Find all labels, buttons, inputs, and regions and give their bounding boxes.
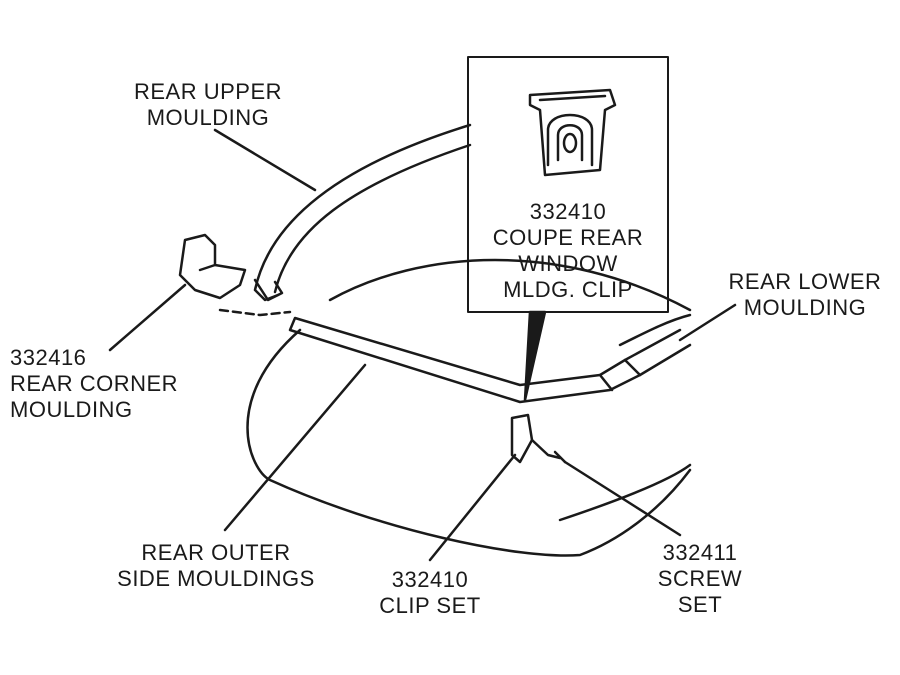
clip-detail-drawing xyxy=(528,88,617,177)
label-line: SCREW xyxy=(657,566,743,591)
leader-clip-set xyxy=(428,453,517,562)
clip xyxy=(510,413,534,464)
leader-corner xyxy=(108,283,187,352)
label-line: REAR LOWER xyxy=(728,269,882,294)
rear-upper-moulding xyxy=(253,123,472,302)
clip-detail-box xyxy=(467,56,669,313)
part-number: 332410 xyxy=(391,567,469,592)
label-rear-corner-moulding: 332416 REAR CORNER MOULDING xyxy=(10,345,178,423)
rear-window-glass xyxy=(246,328,692,557)
part-number: 332416 xyxy=(10,345,87,370)
rear-corner-moulding xyxy=(178,233,247,300)
leader-outer xyxy=(223,363,367,532)
label-rear-lower-moulding: REAR LOWER MOULDING xyxy=(712,269,898,321)
label-line: MOULDING xyxy=(146,105,270,130)
label-clip-detail: 332410 COUPE REAR WINDOW MLDG. CLIP xyxy=(470,199,666,303)
detail-pointer xyxy=(523,310,547,402)
label-line: REAR CORNER xyxy=(10,371,179,396)
label-line: MOULDING xyxy=(743,295,867,320)
label-line: COUPE REAR xyxy=(492,225,644,250)
label-rear-outer-side-mouldings: REAR OUTER SIDE MOULDINGS xyxy=(96,540,336,592)
label-line: MLDG. CLIP xyxy=(503,277,633,302)
label-line: REAR OUTER xyxy=(141,540,291,565)
body-line xyxy=(558,463,692,522)
label-line: CLIP SET xyxy=(379,593,481,618)
lower-moulding-right xyxy=(618,313,692,347)
label-line: REAR UPPER xyxy=(133,79,283,104)
rear-window-inner xyxy=(328,258,692,312)
screw xyxy=(530,438,567,464)
rear-lower-moulding xyxy=(288,316,692,404)
dashed-alignment xyxy=(218,308,292,317)
upper-moulding-end xyxy=(253,278,284,302)
part-number: 332411 xyxy=(662,540,738,565)
lower-moulding-joint xyxy=(598,358,642,392)
leader-upper xyxy=(213,128,317,192)
label-screw-set: 332411 SCREW SET xyxy=(635,540,765,618)
label-line: SET xyxy=(677,592,723,617)
part-number: 332410 xyxy=(529,199,607,224)
label-line: WINDOW xyxy=(518,251,618,276)
label-line: SIDE MOULDINGS xyxy=(117,566,315,591)
label-clip-set: 332410 CLIP SET xyxy=(360,567,500,619)
leader-lower xyxy=(678,303,737,342)
label-line: MOULDING xyxy=(10,397,133,422)
label-rear-upper-moulding: REAR UPPER MOULDING xyxy=(115,79,301,131)
leader-screw xyxy=(563,460,682,537)
